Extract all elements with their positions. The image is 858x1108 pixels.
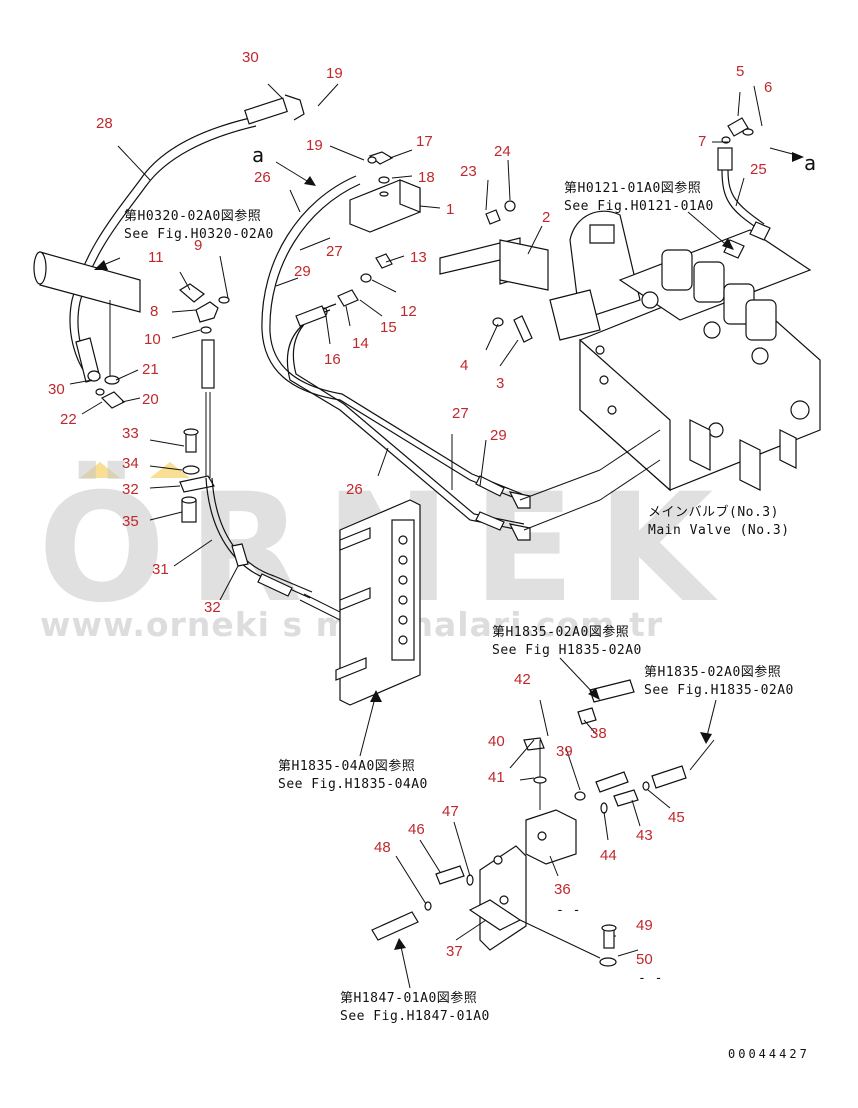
part-number: 11 <box>148 249 164 266</box>
part-number: 44 <box>600 847 617 864</box>
part-number: 45 <box>668 809 685 826</box>
part-number: 37 <box>446 943 463 960</box>
part-number: 50 <box>636 951 653 968</box>
part-number: 7 <box>698 133 706 150</box>
part-number: 26 <box>346 481 363 498</box>
part-number: 38 <box>590 725 607 742</box>
part-number: 24 <box>494 143 511 160</box>
ref-h1835b-en: See Fig.H1835-02A0 <box>644 683 794 698</box>
part-number: 19 <box>326 65 343 82</box>
ref-dash-36: - - <box>556 903 581 918</box>
leader-lines <box>69 83 804 989</box>
part-number: 6 <box>764 79 772 96</box>
part-number: 46 <box>408 821 425 838</box>
part-number: 47 <box>442 803 459 820</box>
part-number: 42 <box>514 671 531 688</box>
part-number: 40 <box>488 733 505 750</box>
part-number: 30 <box>48 381 65 398</box>
part-number: 21 <box>142 361 159 378</box>
part-number: 22 <box>60 411 77 428</box>
main-valve <box>519 210 821 531</box>
ref-h1835b-jp: 第H1835-02A0図参照 <box>644 664 781 680</box>
part-number: 27 <box>326 243 343 260</box>
ref-h0320-jp: 第H0320-02A0図参照 <box>124 208 261 224</box>
ref-h1835-en: See Fig H1835-02A0 <box>492 643 642 658</box>
part-number: 9 <box>194 237 202 254</box>
part-number: 8 <box>150 303 158 320</box>
part-number: 13 <box>410 249 427 266</box>
valve-block-1 <box>320 151 421 317</box>
ref-h0320-en: See Fig.H0320-02A0 <box>124 227 274 242</box>
part-number: 23 <box>460 163 477 180</box>
part-number: 39 <box>556 743 573 760</box>
part-number: 30 <box>242 49 259 66</box>
part-number: 10 <box>144 331 161 348</box>
part-number: 32 <box>122 481 139 498</box>
part-number: 16 <box>324 351 341 368</box>
doc-number: 00044427 <box>728 1047 810 1061</box>
watermark-accent-right <box>150 462 190 478</box>
part-number: 2 <box>542 209 550 226</box>
ref-h1847-jp: 第H1847-01A0図参照 <box>340 990 477 1006</box>
part-number: 4 <box>460 357 468 374</box>
part-number: 18 <box>418 169 435 186</box>
fittings-8-11 <box>178 283 230 478</box>
ref-h0121-jp: 第H0121-01A0図参照 <box>564 180 701 196</box>
part-number: 29 <box>490 427 507 444</box>
part-number: 20 <box>142 391 159 408</box>
part-number: 41 <box>488 769 505 786</box>
ref-main-valve-jp: メインバルブ(No.3) <box>648 504 779 520</box>
part-number: 1 <box>446 201 454 218</box>
part-number: 5 <box>736 63 744 80</box>
part-number: 32 <box>204 599 221 616</box>
part-number: 12 <box>400 303 417 320</box>
part-numbers: 1 2 3 4 5 6 7 8 9 10 11 12 13 14 15 16 1… <box>48 49 772 968</box>
part-number: 27 <box>452 405 469 422</box>
clamp-parts-33-35 <box>179 428 215 523</box>
hose-31 <box>205 477 385 641</box>
manifold-bracket <box>335 499 421 706</box>
part-number: 26 <box>254 169 271 186</box>
part-number: 17 <box>416 133 433 150</box>
reference-labels: a a 第H0320-02A0図参照 See Fig.H0320-02A0 第H… <box>124 143 817 1061</box>
part-number: 31 <box>152 561 169 578</box>
ref-h1835-04-en: See Fig.H1835-04A0 <box>278 777 428 792</box>
part-number: 14 <box>352 335 369 352</box>
ref-main-valve-en: Main Valve (No.3) <box>648 523 790 538</box>
part-number: 25 <box>750 161 767 178</box>
part-number: 28 <box>96 115 113 132</box>
part-number: 19 <box>306 137 323 154</box>
ref-h0121-en: See Fig.H0121-01A0 <box>564 199 714 214</box>
ref-h1847-en: See Fig.H1847-01A0 <box>340 1009 490 1024</box>
marker-a-left: a <box>252 143 265 167</box>
ref-h1835-jp: 第H1835-02A0図参照 <box>492 624 629 640</box>
part-number: 36 <box>554 881 571 898</box>
part-number: 49 <box>636 917 653 934</box>
ref-dash-50: - - <box>638 971 663 986</box>
marker-a-right: a <box>804 151 817 175</box>
part-number: 48 <box>374 839 391 856</box>
bracket-2 <box>439 200 549 343</box>
part-number: 34 <box>122 455 139 472</box>
part-number: 33 <box>122 425 139 442</box>
watermark-accent-left <box>80 462 120 478</box>
part-number: 3 <box>496 375 504 392</box>
part-number: 43 <box>636 827 653 844</box>
part-number: 29 <box>294 263 311 280</box>
part-number: 15 <box>380 319 397 336</box>
ref-h1835-04-jp: 第H1835-04A0図参照 <box>278 758 415 774</box>
hoses-26-27-29 <box>261 175 531 541</box>
part-number: 35 <box>122 513 139 530</box>
lower-assembly <box>371 679 715 967</box>
hose-assembly-left <box>33 94 305 409</box>
